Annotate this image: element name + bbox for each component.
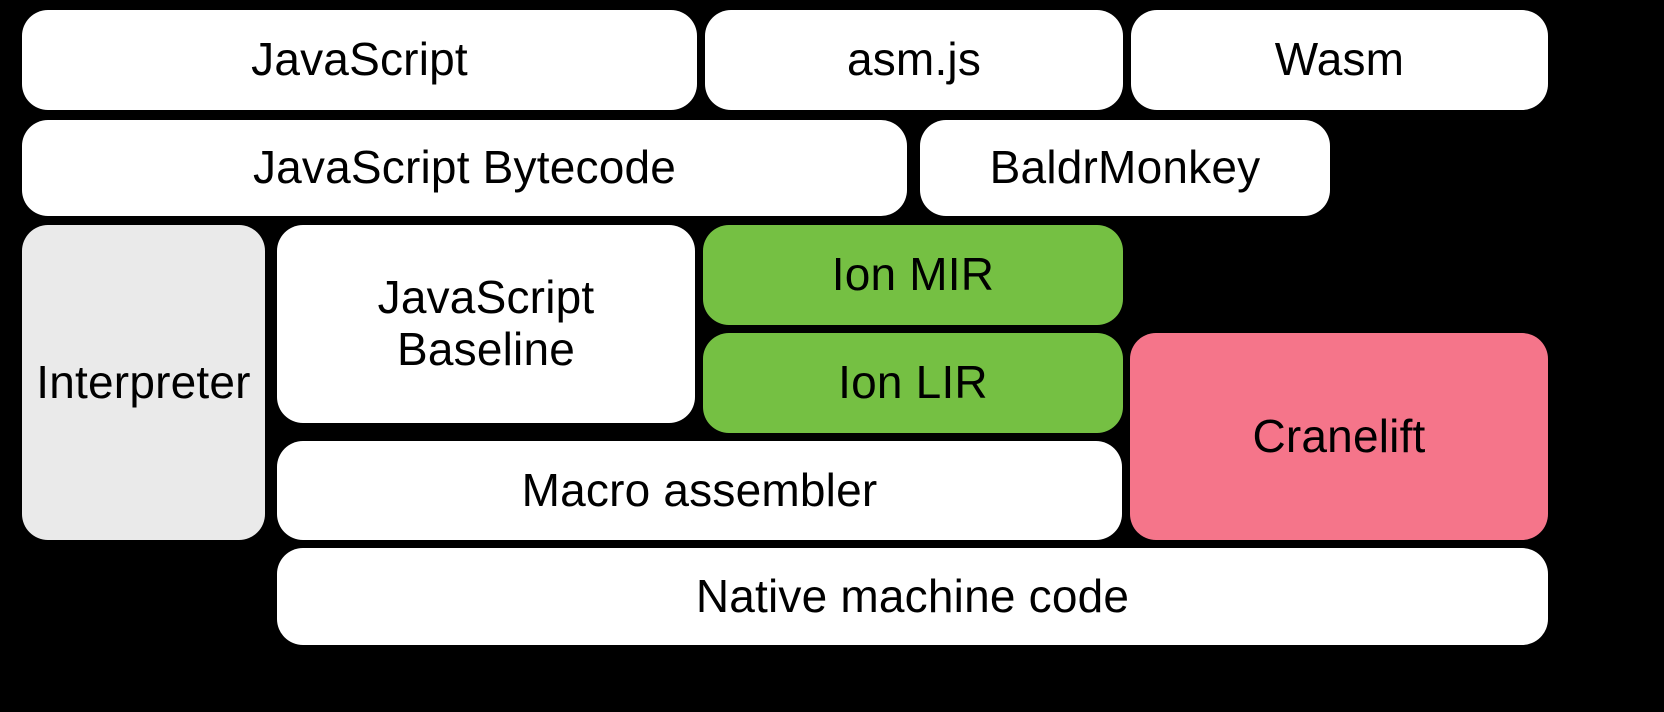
node-asm-js[interactable]: asm.js bbox=[705, 10, 1123, 110]
node-cranelift[interactable]: Cranelift bbox=[1130, 333, 1548, 540]
node-ion-mir[interactable]: Ion MIR bbox=[703, 225, 1123, 325]
node-javascript[interactable]: JavaScript bbox=[22, 10, 697, 110]
node-interpreter[interactable]: Interpreter bbox=[22, 225, 265, 540]
node-javascript-baseline[interactable]: JavaScript Baseline bbox=[277, 225, 695, 423]
node-ion-lir[interactable]: Ion LIR bbox=[703, 333, 1123, 433]
node-macro-assembler[interactable]: Macro assembler bbox=[277, 441, 1122, 540]
node-javascript-bytecode[interactable]: JavaScript Bytecode bbox=[22, 120, 907, 216]
node-native-machine-code[interactable]: Native machine code bbox=[277, 548, 1548, 645]
node-wasm[interactable]: Wasm bbox=[1131, 10, 1548, 110]
node-baldrmonkey[interactable]: BaldrMonkey bbox=[920, 120, 1330, 216]
